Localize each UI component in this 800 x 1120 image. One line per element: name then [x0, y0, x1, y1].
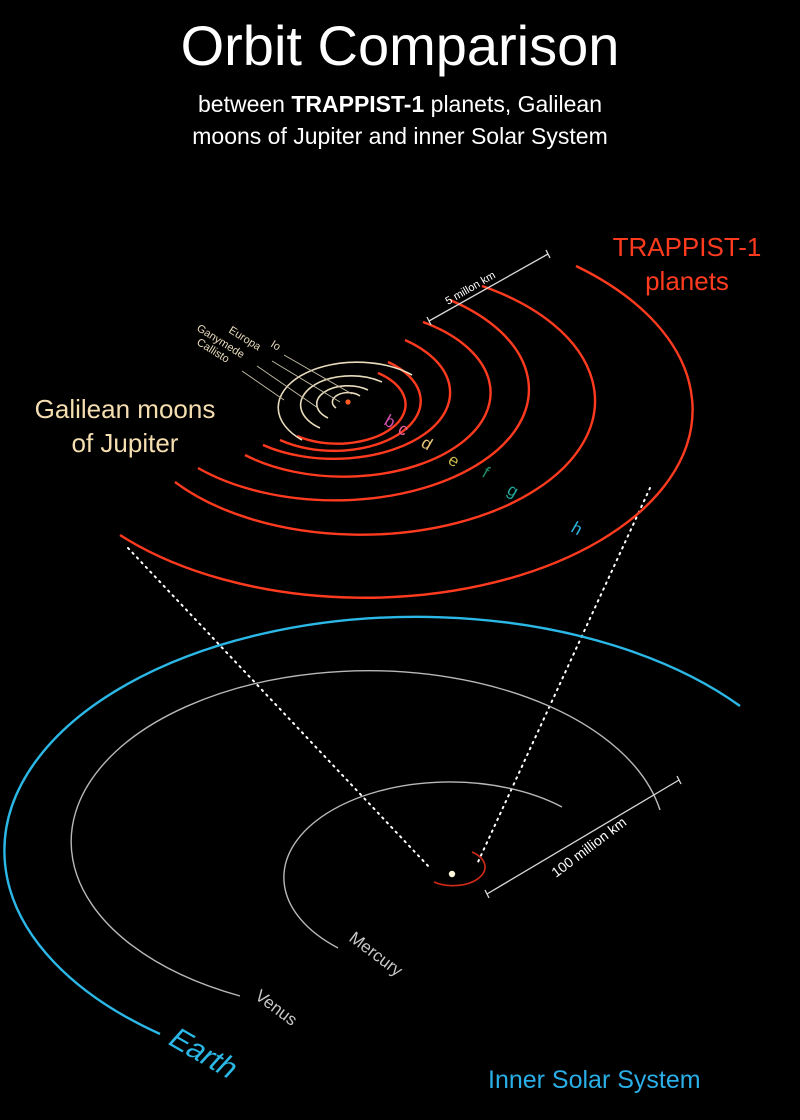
solar-labels: Mercury Venus Earth: [161, 928, 406, 1084]
planet-letter-f: f: [479, 463, 493, 482]
trappist-orbits: [119, 264, 694, 599]
planet-label-venus: Venus: [252, 986, 301, 1030]
page-subtitle: between TRAPPIST-1 planets, Galilean moo…: [0, 88, 800, 152]
planet-letter-b: b: [381, 411, 399, 432]
subtitle-bold: TRAPPIST-1: [291, 91, 425, 117]
galilean-label-line1: Galilean moons: [34, 394, 216, 424]
trappist-label: TRAPPIST-1 planets: [572, 230, 800, 298]
orbit-europa: [315, 384, 369, 419]
planet-label-earth: Earth: [161, 1023, 245, 1084]
orbit-earth: [3, 615, 741, 1036]
orbit-callisto: [277, 361, 413, 441]
orbit-trappist-h-small: [433, 851, 486, 887]
galilean-label-line2: of Jupiter: [71, 428, 179, 458]
orbit-g: [174, 284, 597, 536]
moon-leaders: [241, 354, 353, 409]
jupiter-dot: [345, 399, 351, 405]
inner-solar-system-label: Inner Solar System: [488, 1066, 701, 1094]
page-title: Orbit Comparison: [180, 14, 620, 77]
planet-letter-g: g: [504, 480, 522, 501]
moon-label-io: Io: [268, 338, 282, 353]
planet-letter-h: h: [568, 518, 586, 539]
orbit-d: [262, 338, 452, 461]
subtitle-pre: between: [197, 91, 292, 117]
orbit-io: [331, 391, 361, 409]
orbit-h: [119, 264, 694, 599]
scale-label-solar: 100 million km: [548, 814, 629, 881]
sun-dot: [448, 870, 456, 878]
orbit-b: [296, 371, 407, 445]
planet-label-mercury: Mercury: [346, 928, 407, 980]
moon-labels: Io Europa Ganymede Callisto: [194, 322, 282, 365]
scale-bar-solar: [484, 775, 682, 899]
projection-lines: [127, 487, 651, 869]
galilean-label: Galilean moons of Jupiter: [0, 392, 250, 460]
solar-orbits: [3, 615, 741, 1036]
orbit-f: [197, 298, 531, 502]
orbit-e: [244, 320, 492, 478]
subtitle-line2: moons of Jupiter and inner Solar System: [192, 123, 608, 149]
orbit-c: [279, 360, 422, 453]
scale-bar-trappist: [426, 249, 551, 326]
subtitle-post: planets, Galilean: [424, 91, 602, 117]
orbit-mercury: [283, 781, 563, 949]
trappist-label-line2: planets: [645, 266, 729, 296]
orbit-ganymede: [299, 375, 383, 429]
trappist-label-line1: TRAPPIST-1: [612, 232, 762, 262]
orbit-venus: [70, 670, 661, 997]
